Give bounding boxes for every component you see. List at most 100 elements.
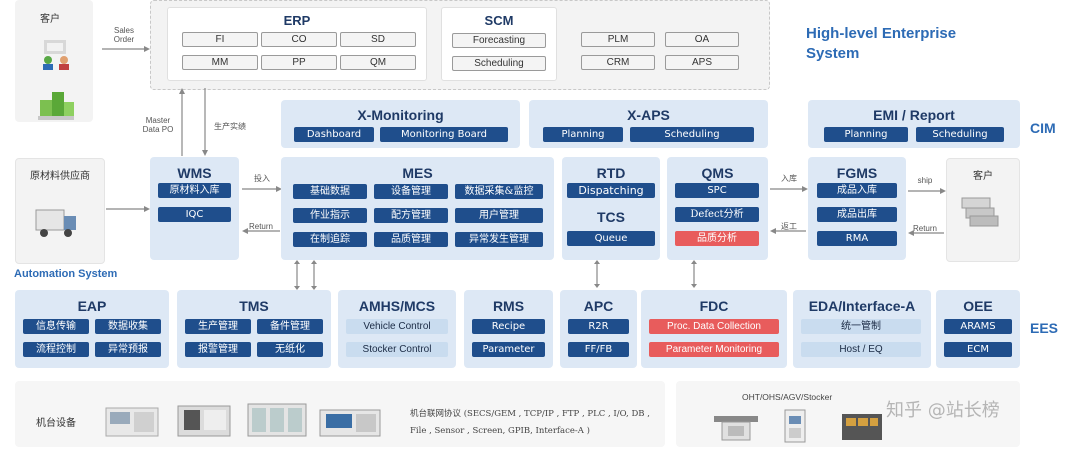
customer-label-2: 客户 — [973, 171, 993, 182]
scm-forecasting[interactable]: Forecasting — [452, 33, 546, 48]
arrows-wms-erp — [179, 88, 208, 156]
qms-panel: QMS SPC Defect分析 品质分析 — [667, 157, 768, 260]
mes-item-5[interactable]: 用户管理 — [455, 208, 543, 223]
vehicle-control-button[interactable]: Vehicle Control — [346, 319, 448, 334]
recipe-button[interactable]: Recipe — [472, 319, 545, 334]
mes-item-4[interactable]: 配方管理 — [374, 208, 448, 223]
truck-icon — [35, 209, 76, 237]
eap-item-0[interactable]: 信息传输 — [23, 319, 89, 334]
customer-building-icon — [38, 92, 74, 120]
spc-button[interactable]: SPC — [675, 183, 759, 198]
arrows-fgms-customer — [908, 188, 946, 236]
plm-button[interactable]: PLM — [581, 32, 655, 47]
queue-button[interactable]: Queue — [567, 231, 655, 246]
fgms-panel: FGMS 成品入库 成品出库 RMA — [808, 157, 906, 260]
mes-panel: MES 基础数据 设备管理 数据采集&监控 作业指示 配方管理 用户管理 在制追… — [281, 157, 554, 260]
master-data-label: Master Data PO — [142, 116, 174, 134]
eap-item-2[interactable]: 流程控制 — [23, 342, 89, 357]
emi-report-panel: EMI / Report Planning Scheduling — [808, 100, 1020, 148]
quality-analysis-button[interactable]: 品质分析 — [675, 231, 759, 246]
scm-scheduling[interactable]: Scheduling — [452, 56, 546, 71]
erp-title: ERP — [283, 13, 311, 28]
customer-people-icon — [43, 40, 69, 70]
return-label-customer: Return — [912, 224, 937, 233]
amhs-mcs-panel: AMHS/MCS Vehicle Control Stocker Control — [338, 290, 456, 368]
x-aps-panel: X-APS Planning Scheduling — [529, 100, 768, 148]
erp-mm[interactable]: MM — [182, 55, 258, 70]
arrow-supplier-wms — [106, 206, 150, 212]
tms-item-3[interactable]: 无纸化 — [257, 342, 323, 357]
emi-scheduling-button[interactable]: Scheduling — [916, 127, 1004, 142]
monitoring-board-button[interactable]: Monitoring Board — [380, 127, 508, 142]
qms-title: QMS — [701, 165, 734, 181]
eap-panel: EAP 信息传输 数据收集 流程控制 异常预报 — [15, 290, 169, 368]
warehouse-in-label: 入库 — [781, 174, 797, 183]
rma-button[interactable]: RMA — [817, 231, 897, 246]
dashboard-button[interactable]: Dashboard — [294, 127, 374, 142]
inbound-label: 投入 — [254, 174, 270, 183]
erp-qm[interactable]: QM — [340, 55, 416, 70]
mes-item-3[interactable]: 作业指示 — [293, 208, 367, 223]
erp-pp[interactable]: PP — [261, 55, 337, 70]
mes-item-8[interactable]: 异常发生管理 — [455, 232, 543, 247]
arams-button[interactable]: ARAMS — [944, 319, 1012, 334]
finished-goods-in-button[interactable]: 成品入库 — [817, 183, 897, 198]
sales-order-label: Sales Order — [113, 26, 135, 44]
fgms-title: FGMS — [836, 165, 878, 181]
tms-item-0[interactable]: 生产管理 — [185, 319, 251, 334]
arrows-qms-fgms — [770, 186, 808, 234]
x-monitoring-panel: X-Monitoring Dashboard Monitoring Board — [281, 100, 520, 148]
automation-system-label: Automation System — [14, 268, 118, 280]
high-level-title: High-level Enterprise System — [806, 25, 957, 62]
raw-material-inbound-button[interactable]: 原材料入库 — [158, 183, 231, 198]
rework-label: 返工 — [781, 222, 797, 231]
host-eq-button[interactable]: Host / EQ — [801, 342, 921, 357]
stocker-control-button[interactable]: Stocker Control — [346, 342, 448, 357]
aps-button[interactable]: APS — [665, 55, 739, 70]
finished-goods-out-button[interactable]: 成品出库 — [817, 207, 897, 222]
erp-sd[interactable]: SD — [340, 32, 416, 47]
tms-item-2[interactable]: 报警管理 — [185, 342, 251, 357]
machine-icon-1 — [105, 407, 159, 437]
stocker-icon — [842, 414, 882, 440]
tms-panel: TMS 生产管理 备件管理 报警管理 无纸化 — [177, 290, 331, 368]
eap-title: EAP — [77, 298, 107, 314]
parameter-monitoring-button[interactable]: Parameter Monitoring — [649, 342, 779, 357]
defect-analysis-button[interactable]: Defect分析 — [675, 207, 759, 222]
mes-title: MES — [402, 165, 433, 181]
erp-fi[interactable]: FI — [182, 32, 258, 47]
amhs-mcs-title: AMHS/MCS — [358, 298, 436, 314]
eap-item-3[interactable]: 异常预报 — [95, 342, 161, 357]
tcs-title: TCS — [597, 209, 625, 225]
oee-title: OEE — [963, 298, 993, 314]
erp-co[interactable]: CO — [261, 32, 337, 47]
emi-planning-button[interactable]: Planning — [824, 127, 908, 142]
dispatching-button[interactable]: Dispatching — [567, 183, 655, 198]
r2r-button[interactable]: R2R — [568, 319, 629, 334]
ees-label: EES — [1030, 320, 1059, 336]
proc-data-collection-button[interactable]: Proc. Data Collection — [649, 319, 779, 334]
xaps-scheduling-button[interactable]: Scheduling — [630, 127, 754, 142]
unified-control-button[interactable]: 统一管制 — [801, 319, 921, 334]
mes-item-7[interactable]: 品质管理 — [374, 232, 448, 247]
rtd-tcs-panel: RTD Dispatching TCS Queue — [562, 157, 660, 260]
ecm-button[interactable]: ECM — [944, 342, 1012, 357]
crm-button[interactable]: CRM — [581, 55, 655, 70]
protocols-text: 机台联网协议 (SECS/GEM , TCP/IP , FTP , PLC , … — [410, 409, 650, 436]
eap-item-1[interactable]: 数据收集 — [95, 319, 161, 334]
mes-item-1[interactable]: 设备管理 — [374, 184, 448, 199]
parameter-button[interactable]: Parameter — [472, 342, 545, 357]
xaps-planning-button[interactable]: Planning — [543, 127, 623, 142]
mes-item-0[interactable]: 基础数据 — [293, 184, 367, 199]
mes-item-6[interactable]: 在制追踪 — [293, 232, 367, 247]
emi-report-title: EMI / Report — [873, 107, 955, 123]
oa-button[interactable]: OA — [665, 32, 739, 47]
tms-item-1[interactable]: 备件管理 — [257, 319, 323, 334]
ff-fb-button[interactable]: FF/FB — [568, 342, 629, 357]
mes-item-2[interactable]: 数据采集&监控 — [455, 184, 543, 199]
scm-box: SCM Forecasting Scheduling — [441, 7, 557, 81]
wms-panel: WMS 原材料入库 IQC — [150, 157, 239, 260]
arrow-customer-erp — [102, 46, 150, 52]
rtd-title: RTD — [596, 165, 626, 181]
iqc-button[interactable]: IQC — [158, 207, 231, 222]
